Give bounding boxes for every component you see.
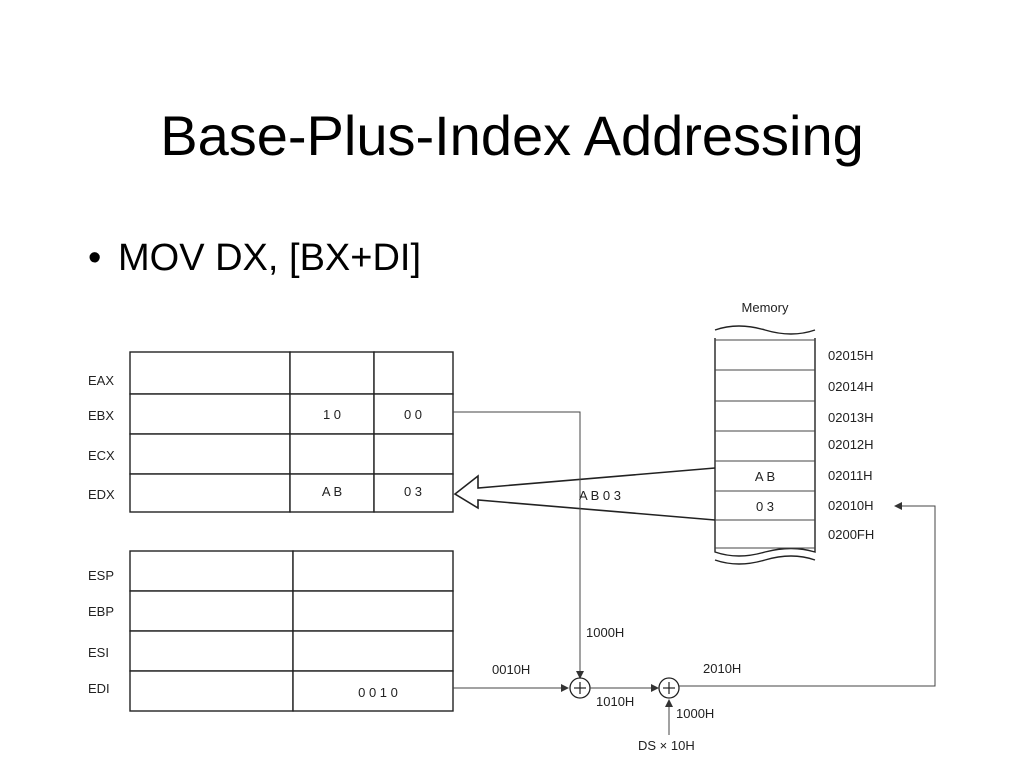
memory-title: Memory bbox=[742, 300, 789, 315]
register-cell bbox=[289, 433, 375, 475]
ebx-high-value: 1 0 bbox=[323, 407, 341, 422]
bx-value-label: 1000H bbox=[586, 625, 624, 640]
transfer-label: A B 0 3 bbox=[579, 488, 621, 503]
register-label-edx: EDX bbox=[88, 487, 115, 502]
register-cell bbox=[129, 550, 294, 592]
register-cell bbox=[289, 351, 375, 395]
memory-outline bbox=[714, 338, 816, 557]
bullet-text: MOV DX, [BX+DI] bbox=[118, 237, 422, 279]
edi-value: 0 0 1 0 bbox=[358, 685, 398, 700]
register-cell bbox=[373, 473, 454, 513]
register-label-edi: EDI bbox=[88, 681, 110, 696]
upper-register-block: EAX EBX ECX EDX 1 0 0 0 A B 0 3 bbox=[88, 351, 454, 513]
edx-high-value: A B bbox=[322, 484, 342, 499]
register-label-ecx: ECX bbox=[88, 448, 115, 463]
memory-cell-02010h: 0 3 bbox=[756, 499, 774, 514]
memory-address: 0200FH bbox=[828, 527, 874, 542]
register-cell bbox=[373, 351, 454, 395]
register-cell bbox=[289, 473, 375, 513]
register-cell bbox=[129, 351, 291, 395]
memory-address: 02010H bbox=[828, 498, 874, 513]
register-cell bbox=[292, 590, 454, 632]
ebx-low-value: 0 0 bbox=[404, 407, 422, 422]
slide-title: Base-Plus-Index Addressing bbox=[160, 104, 864, 167]
register-label-ebp: EBP bbox=[88, 604, 114, 619]
register-cell bbox=[373, 433, 454, 475]
memory-wave-bottom bbox=[714, 555, 816, 565]
memory-address: 02011H bbox=[828, 468, 873, 483]
register-cell bbox=[129, 590, 294, 632]
register-cell bbox=[292, 550, 454, 592]
register-cell bbox=[292, 670, 454, 712]
register-label-esi: ESI bbox=[88, 645, 109, 660]
memory-address: 02013H bbox=[828, 410, 874, 425]
register-cell bbox=[373, 393, 454, 435]
bullet-item: • MOV DX, [BX+DI] bbox=[88, 228, 421, 288]
register-label-esp: ESP bbox=[88, 568, 114, 583]
register-cell bbox=[129, 393, 291, 435]
memory-wave-top bbox=[714, 325, 816, 335]
ds-value-label: 1000H bbox=[676, 706, 714, 721]
memory-block: Memory A B 0 3 02015H 02014H 02013H 0201… bbox=[714, 300, 874, 565]
di-value-label: 0010H bbox=[492, 662, 530, 677]
register-cell bbox=[129, 473, 291, 513]
register-label-ebx: EBX bbox=[88, 408, 114, 423]
register-cell bbox=[129, 433, 291, 475]
memory-address: 02015H bbox=[828, 348, 874, 363]
address-label: 2010H bbox=[703, 661, 741, 676]
bullet-dot: • bbox=[88, 237, 102, 279]
register-cell bbox=[292, 630, 454, 672]
adder-1 bbox=[569, 677, 591, 699]
memory-address: 02014H bbox=[828, 379, 874, 394]
memory-cell-02011h: A B bbox=[755, 469, 775, 484]
edx-low-value: 0 3 bbox=[404, 484, 422, 499]
address-connector-line bbox=[679, 502, 936, 687]
data-transfer-arrow bbox=[453, 467, 716, 521]
bx-connector-line bbox=[453, 411, 584, 679]
ds-multiplier-label: DS × 10H bbox=[638, 738, 695, 753]
lower-register-block: ESP EBP ESI EDI 0 0 1 0 bbox=[88, 550, 454, 712]
register-label-eax: EAX bbox=[88, 373, 114, 388]
adder-2 bbox=[658, 677, 680, 699]
register-cell bbox=[129, 630, 294, 672]
sum-label: 1010H bbox=[596, 694, 634, 709]
register-cell bbox=[129, 670, 294, 712]
memory-address: 02012H bbox=[828, 437, 874, 452]
